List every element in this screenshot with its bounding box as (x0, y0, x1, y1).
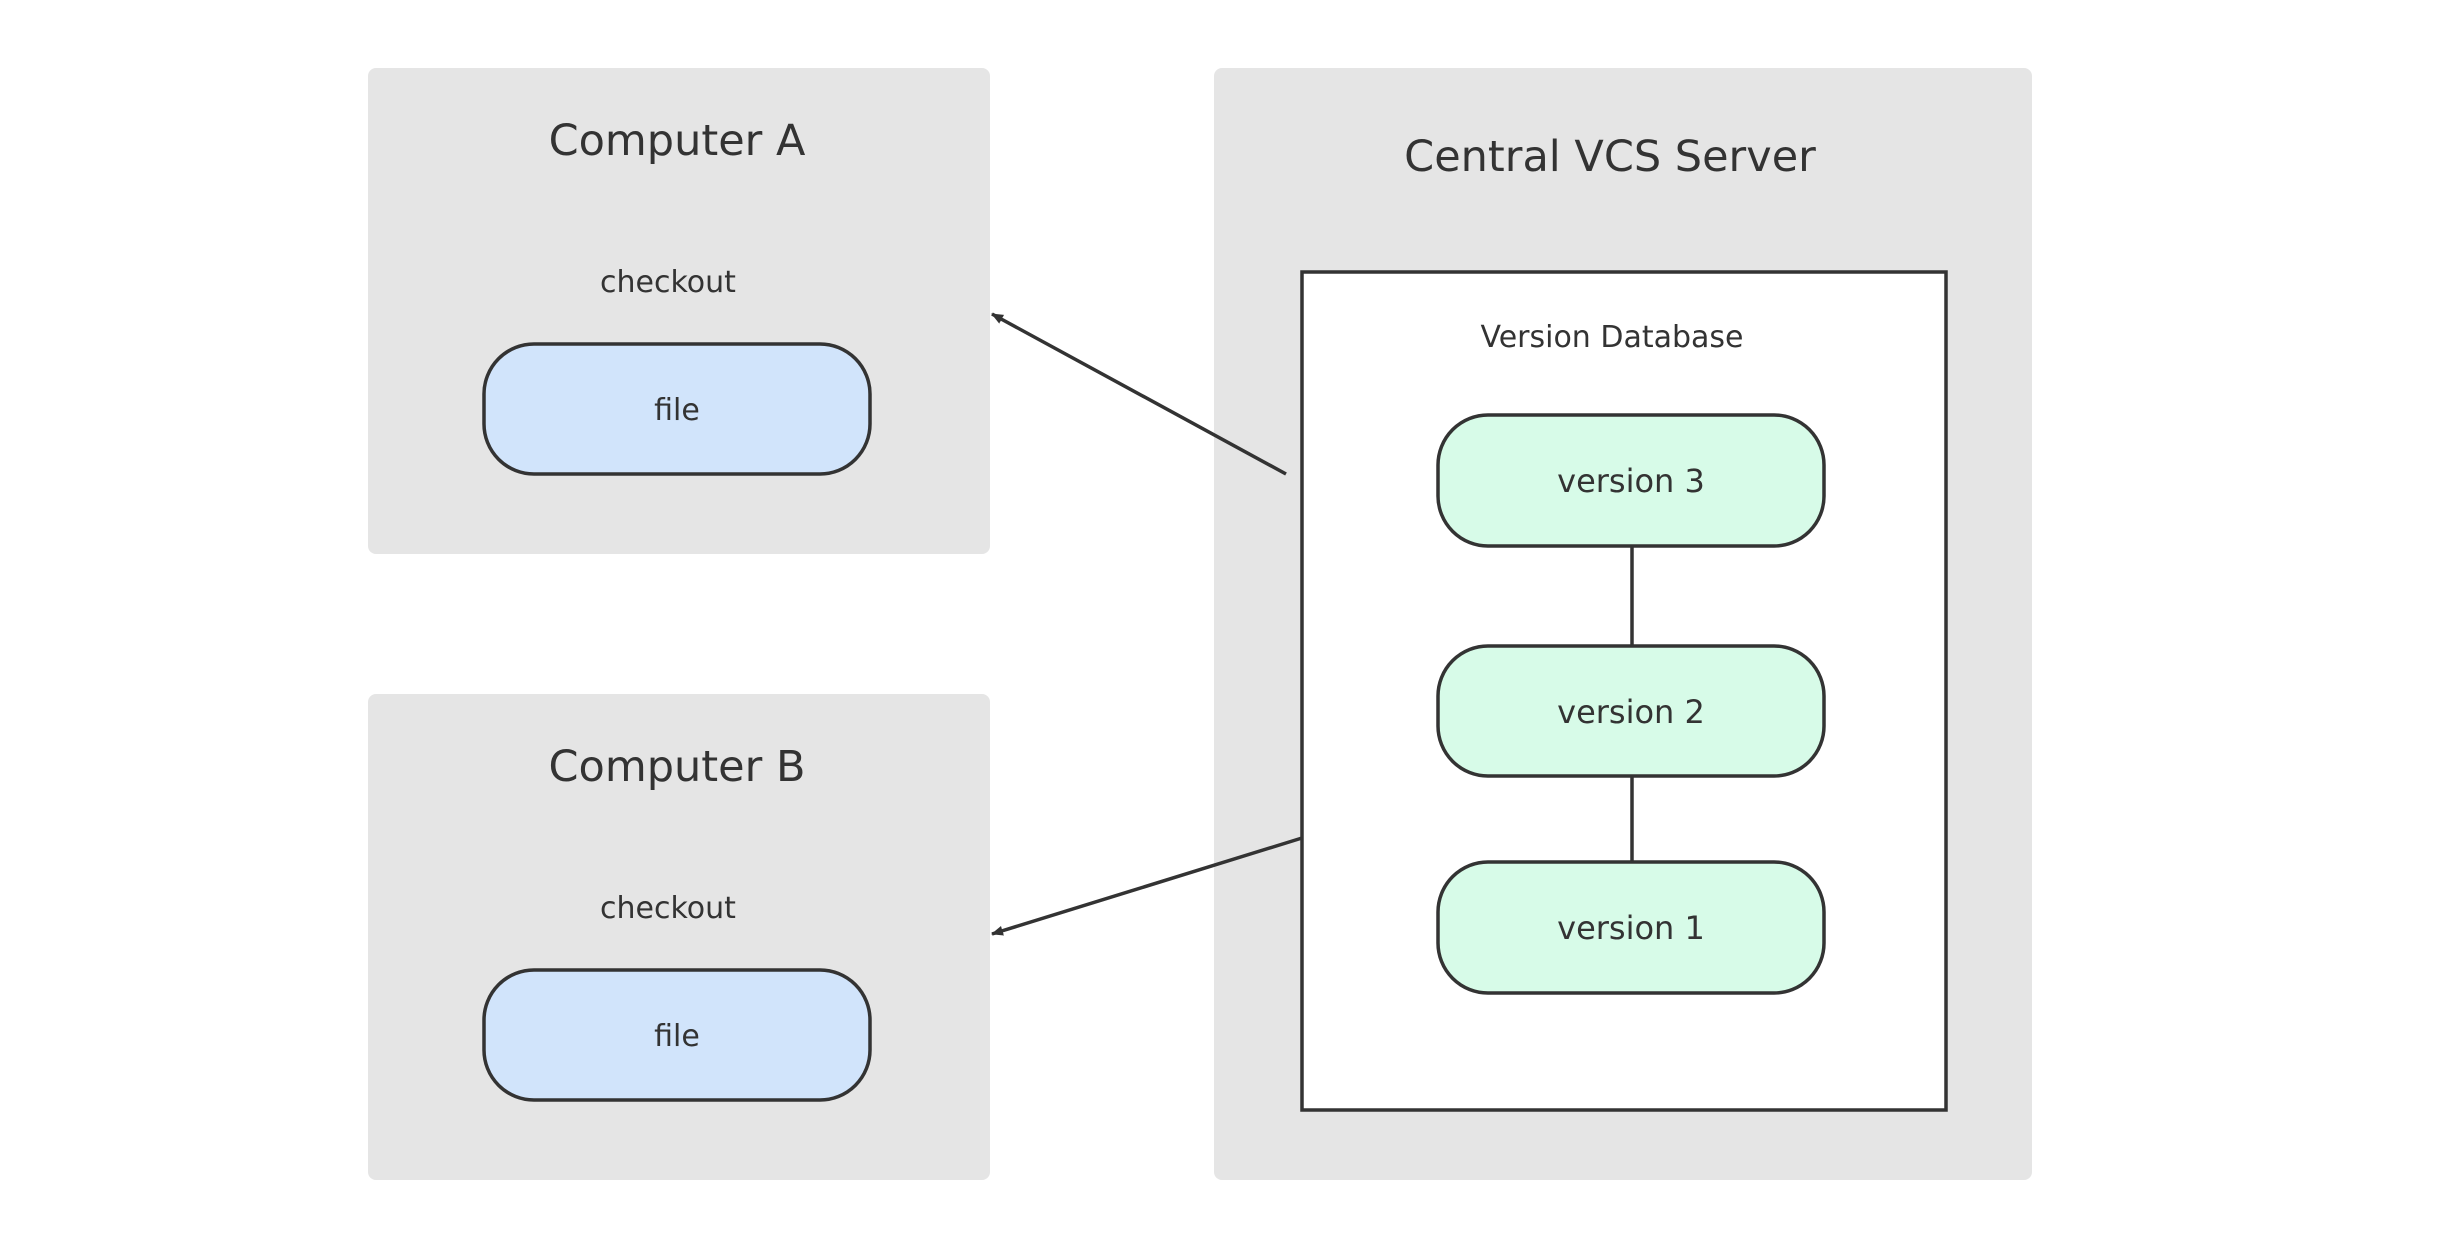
computer-a-file-label: file (654, 393, 700, 428)
version-database-title: Version Database (1481, 320, 1744, 355)
computer-a-panel: Computer A checkout file (368, 68, 990, 554)
version-3-label: version 3 (1557, 462, 1705, 500)
computer-b-panel: Computer B checkout file (368, 694, 990, 1180)
computer-a-title: Computer A (549, 116, 806, 166)
checkout-arrow-to-computer-a (991, 312, 1287, 476)
computer-b-title: Computer B (549, 742, 806, 792)
central-server-panel: Central VCS Server Version Database vers… (1214, 68, 2032, 1180)
checkout-arrow-to-computer-b (991, 836, 1303, 936)
version-1-node[interactable] (1436, 860, 1826, 995)
computer-b-file-label: file (654, 1019, 700, 1054)
version-2-node[interactable] (1436, 644, 1826, 778)
computer-b-file-node[interactable] (482, 968, 872, 1102)
version-database: Version Database version 3 version 2 ver… (1300, 270, 1948, 1112)
computer-a-file-node[interactable] (482, 342, 872, 476)
computer-a-checkout-label: checkout (600, 265, 736, 300)
version-3-node[interactable] (1436, 413, 1826, 548)
version-1-label: version 1 (1557, 909, 1705, 947)
computer-b-checkout-label: checkout (600, 891, 736, 926)
central-server-title: Central VCS Server (1404, 132, 1816, 182)
version-2-label: version 2 (1557, 693, 1705, 731)
